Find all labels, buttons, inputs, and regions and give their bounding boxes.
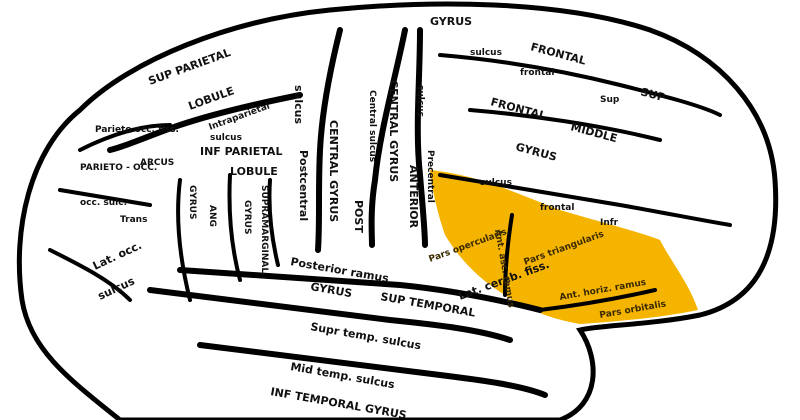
label-central-gyrus-ant: CENTRAL GYRUS [387, 80, 400, 182]
label-angular-gyrus: GYRUS [187, 185, 197, 219]
label-sulcus-sup: sulcus [470, 48, 502, 58]
label-post-sulcus: sulcus [292, 85, 305, 125]
label-ang: ANG [207, 205, 217, 227]
central-sulcus [368, 27, 408, 248]
label-frontal-sup: frontal [520, 68, 554, 78]
label-central-sulcus: Central sulcus [367, 90, 377, 162]
label-parieto-occ: PARIETO - OCC. [80, 163, 157, 173]
label-inf-parietal-lobule: LOBULE [230, 165, 278, 178]
label-frontal-inf: frontal [540, 203, 574, 213]
broca-area-highlight [430, 170, 698, 324]
label-parieto-occ-fiss: Parieto occ. fiss. [95, 125, 179, 135]
gyrus-fold-3 [267, 178, 280, 267]
superior-frontal-sulcus [438, 53, 722, 117]
lateral-occipital-sulcus [48, 248, 132, 302]
lateral-cerebral-fissure [177, 267, 543, 313]
superior-temporal-sulcus [147, 287, 513, 343]
parieto-occipital-fissure [78, 123, 172, 152]
label-gyrus-supra: GYRUS [242, 200, 252, 234]
label-sulcus-pre: sulcus [415, 85, 425, 117]
middle-frontal-lines [468, 108, 662, 142]
label-central-gyrus-post: CENTRAL GYRUS [327, 120, 340, 222]
intraparietal-sulcus [107, 92, 303, 153]
label-postcentral: Postcentral [297, 150, 310, 221]
label-post: POST [352, 200, 365, 233]
postcentral-sulcus [315, 27, 343, 253]
precentral-sulcus [414, 27, 428, 248]
label-gyrus-top: GYRUS [430, 15, 472, 28]
inferior-frontal-sulcus [438, 173, 732, 227]
label-anterior: ANTERIOR [407, 165, 420, 229]
label-arcus: ARCUS [140, 158, 174, 168]
label-supramarginal: SUPRAMARGINAL [259, 185, 269, 273]
gyrus-fold-2 [227, 173, 242, 282]
anterior-ascending-ramus [503, 213, 514, 297]
label-precentral: Precentral [425, 150, 435, 203]
transverse-occipital-sulcus [58, 188, 152, 207]
label-sup-small: Sup [600, 95, 620, 105]
anterior-horizontal-ramus [538, 288, 657, 312]
label-trans: Trans [120, 215, 147, 225]
label-sulcus-inf: sulcus [480, 178, 512, 188]
label-infr: Infr [600, 218, 619, 228]
label-sulcus-intraparietal: sulcus [210, 133, 242, 143]
label-inf-parietal: INF PARIETAL [200, 145, 282, 158]
label-sup: SUP [639, 85, 666, 104]
label-occ-sulc: occ. sulc. [80, 198, 127, 208]
middle-temporal-sulcus [197, 342, 548, 398]
gyrus-fold-1 [176, 178, 192, 302]
